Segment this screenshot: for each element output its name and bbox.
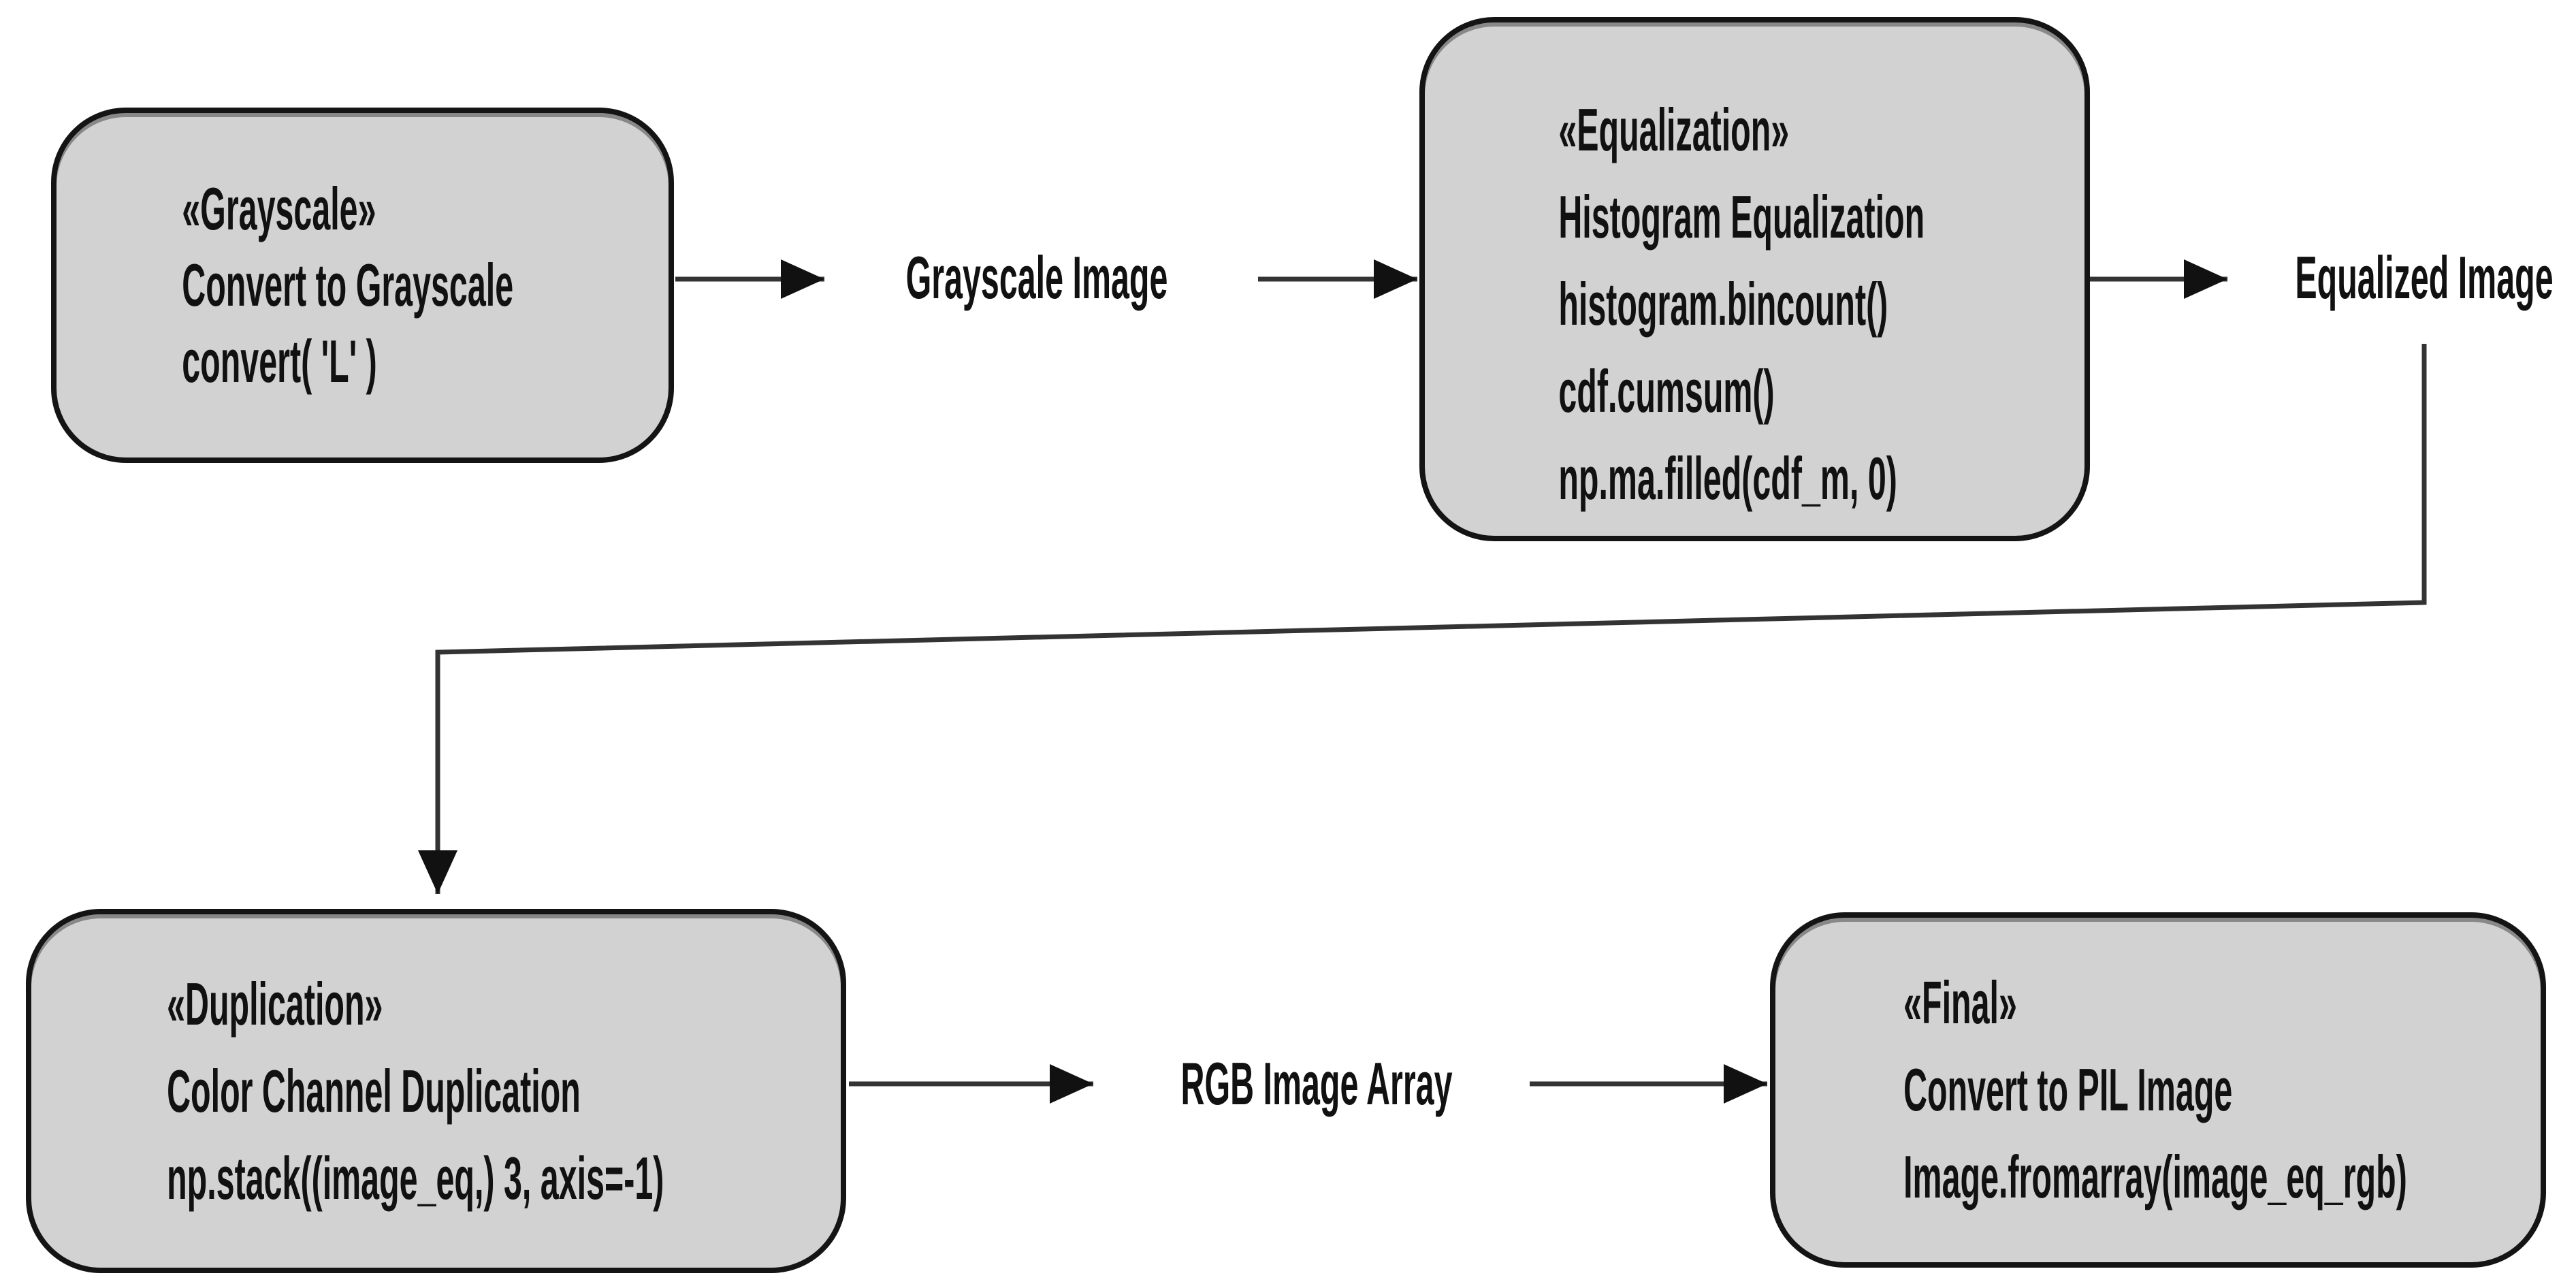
node-code-line: np.stack((image_eq,) 3, axis=-1): [167, 1144, 664, 1212]
node-duplication-text: «Duplication» Color Channel Duplication …: [31, 961, 664, 1222]
node-final-text: «Final» Convert to PIL Image Image.froma…: [1775, 959, 2407, 1221]
node-title: Histogram Equalization: [1558, 183, 1925, 251]
edge-label-rgb-image-array: RGB Image Array: [1180, 1050, 1453, 1117]
node-equalization: «Equalization» Histogram Equalization hi…: [1419, 17, 2090, 541]
node-stereotype: «Equalization»: [1558, 96, 1790, 163]
node-stereotype: «Final»: [1903, 969, 2017, 1036]
node-title: Convert to PIL Image: [1903, 1056, 2233, 1123]
node-code-line: cdf.cumsum(): [1558, 357, 1775, 425]
node-stereotype: «Duplication»: [167, 969, 383, 1038]
edge-label-grayscale-image: Grayscale Image: [905, 244, 1168, 311]
node-title: Convert to Grayscale: [182, 251, 514, 319]
node-title: Color Channel Duplication: [167, 1057, 581, 1125]
node-grayscale-text: «Grayscale» Convert to Grayscale convert…: [57, 171, 514, 400]
node-equalization-text: «Equalization» Histogram Equalization hi…: [1425, 36, 1925, 522]
node-final: «Final» Convert to PIL Image Image.froma…: [1770, 912, 2546, 1268]
node-grayscale: «Grayscale» Convert to Grayscale convert…: [51, 108, 674, 463]
node-code-line: histogram.bincount(): [1558, 270, 1888, 338]
node-stereotype: «Grayscale»: [182, 175, 376, 242]
node-code-line: convert( 'L' ): [182, 327, 377, 395]
node-code-line: Image.fromarray(image_eq_rgb): [1903, 1143, 2407, 1210]
node-code-line: np.ma.filled(cdf_m, 0): [1558, 445, 1897, 512]
node-duplication: «Duplication» Color Channel Duplication …: [26, 909, 846, 1273]
edge-equalized-image-to-duplication: [418, 344, 2427, 894]
edge-label-equalized-image: Equalized Image: [2295, 244, 2554, 311]
